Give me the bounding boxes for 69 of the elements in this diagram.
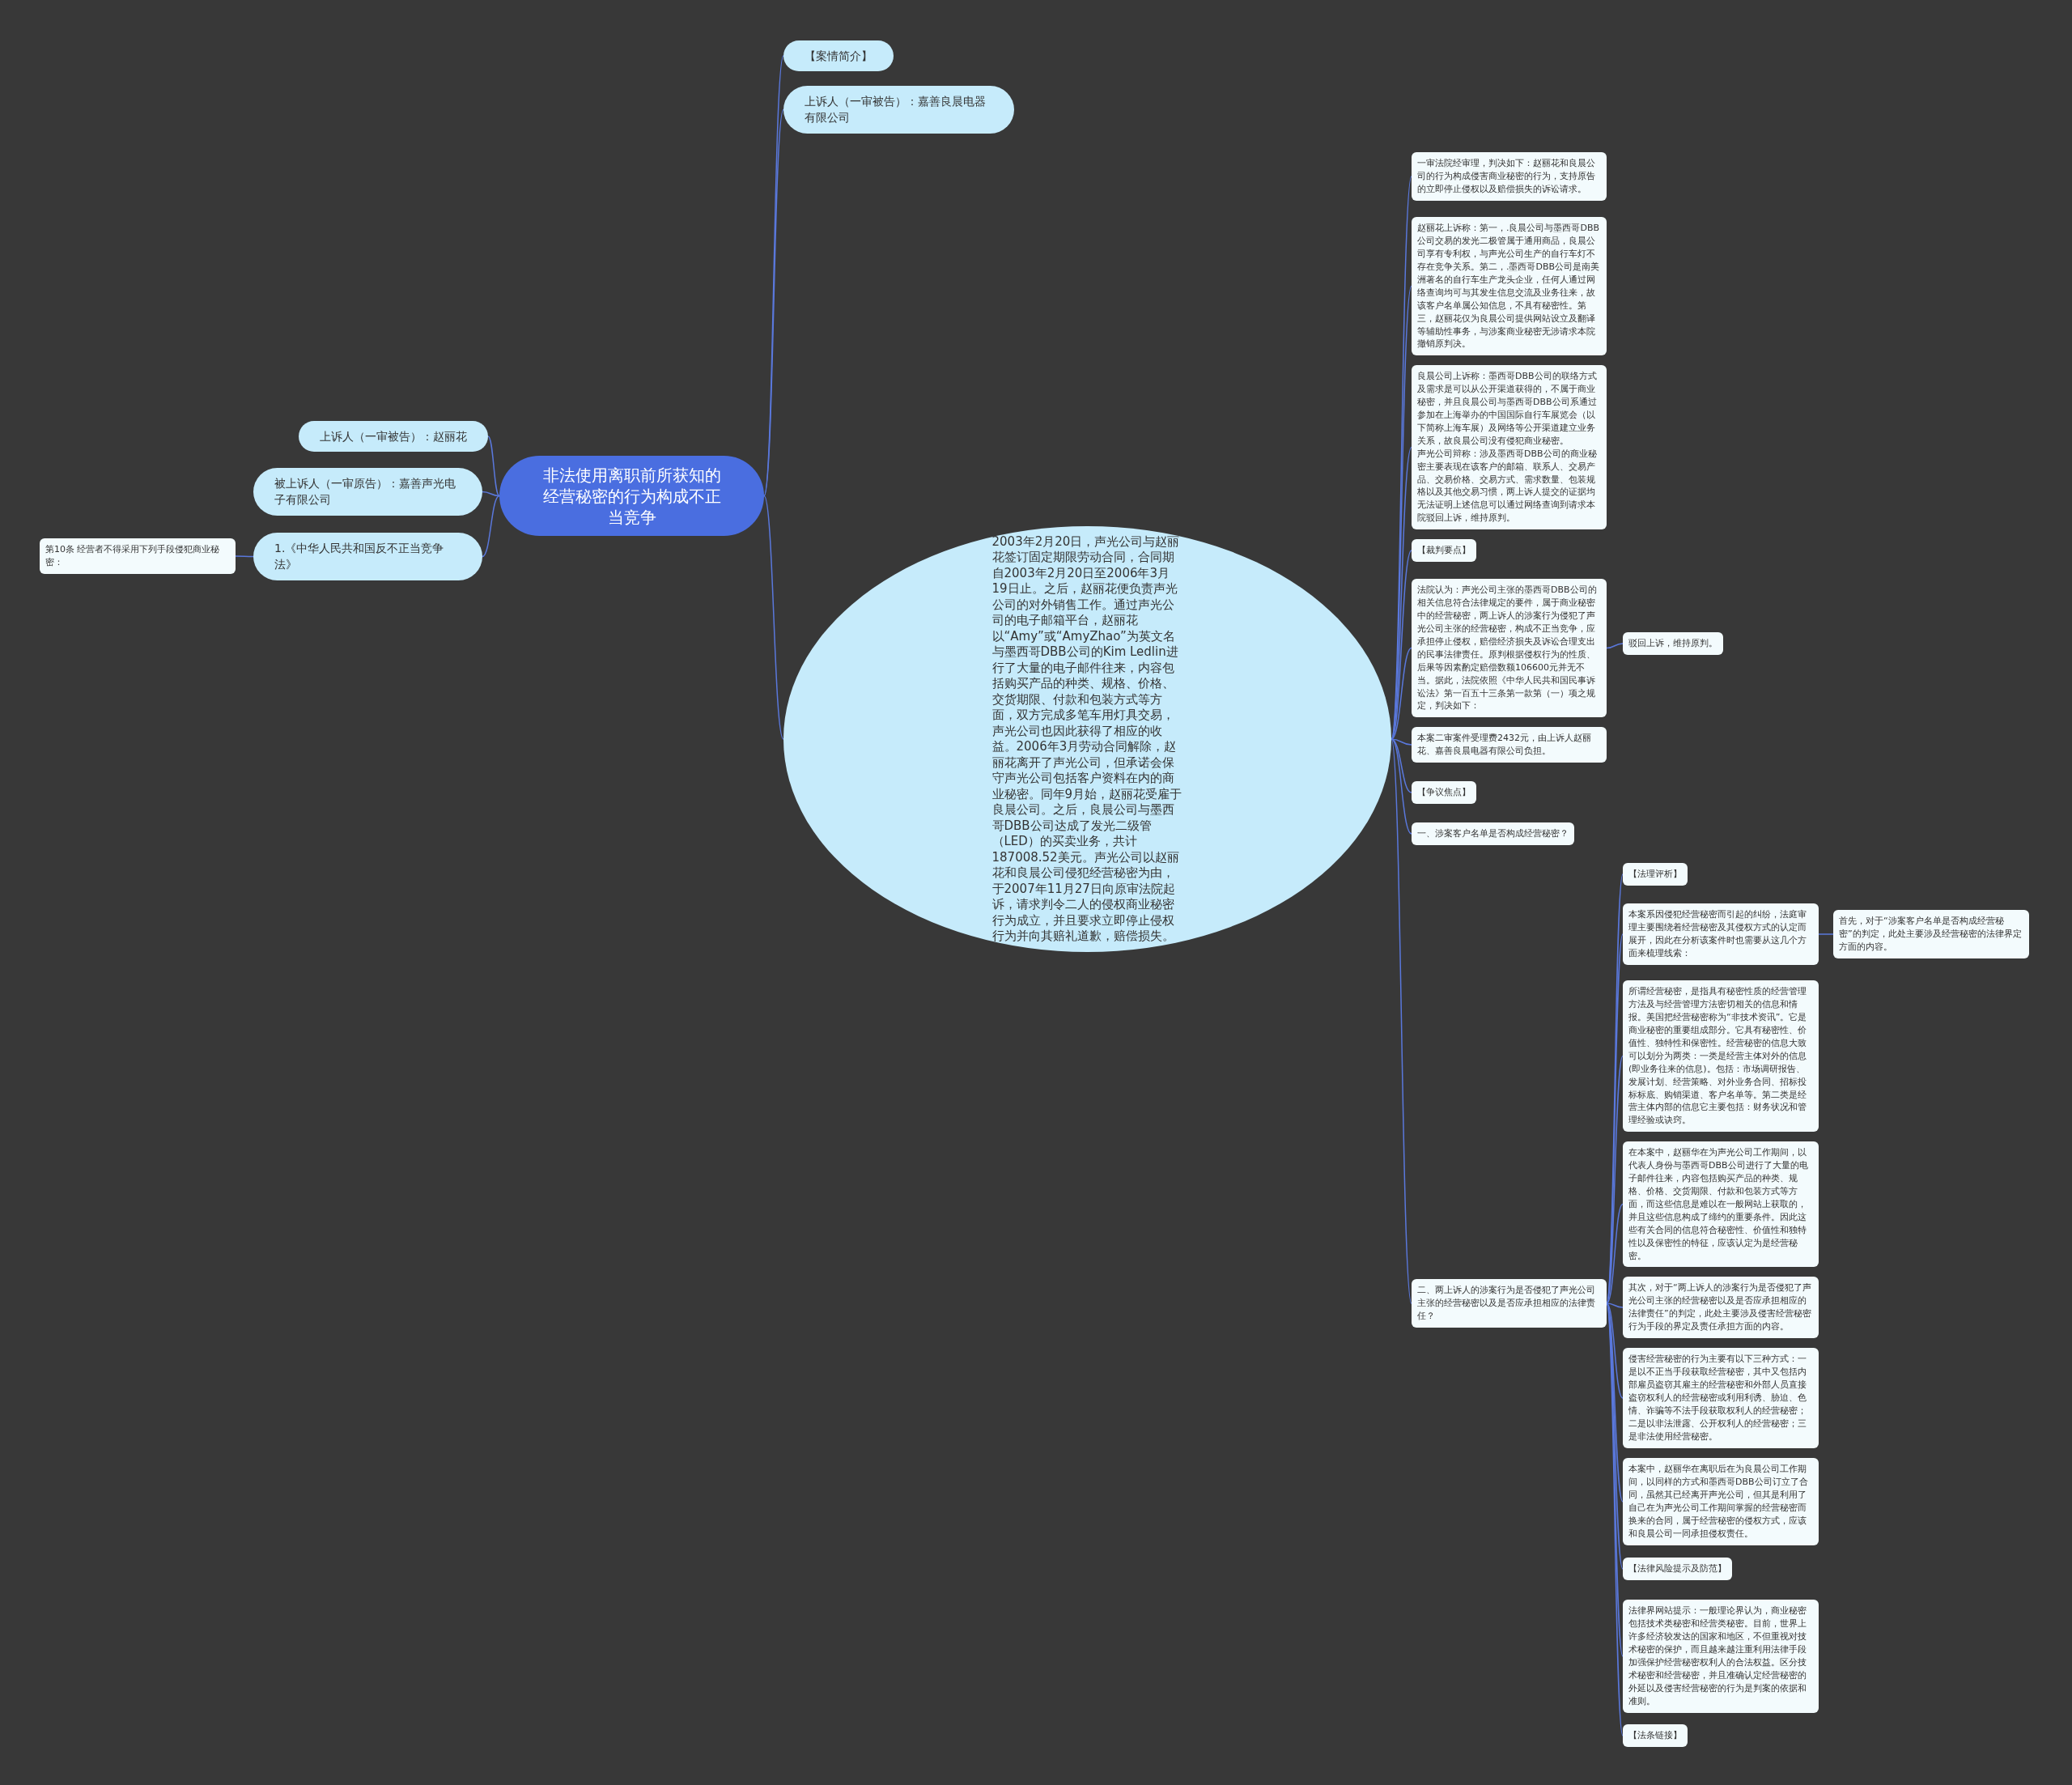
note-card	[1623, 863, 1688, 886]
node-text: 良晨公司上诉称：墨西哥DBB公司的联络方式及需求是可以从公开渠道获得的，不属于商业秘密，并且良晨公司与墨西哥DBB公司系通过参加在上海举办的中国国际自行车展览会（以下简称上海车展）及网络等公开渠道建立业务关系，故良晨公司没有侵犯商业秘密。	[1417, 370, 1598, 448]
node-text: 【法理评析】	[1628, 868, 1682, 881]
note-card	[1623, 1458, 1819, 1545]
node-text: 【法条链接】	[1628, 1729, 1682, 1742]
node-text: 二、两上诉人的涉案行为是否侵犯了声光公司主张的经营秘密以及是否应承担相应的法律责任？	[1417, 1284, 1596, 1323]
connector-line	[1391, 738, 1412, 793]
node-text: 第10条 经营者不得采用下列手段侵犯商业秘密：	[45, 543, 221, 569]
note-card	[1412, 1279, 1607, 1328]
node-text: 在本案中，赵丽华在为声光公司工作期间，以代表人身份与墨西哥DBB公司进行了大量的电子邮件往来，内容包括购买产品的种类、规格、价格、交货期限、付款和包装方式等方面，而这些信息是难以在一般网站上获取的，并且这些信息构成了缔约的重要条件。因此这些有关合同的信息符合秘密性、价值性和独特性以及保密性的特征，应该认定为是经营秘密。	[1628, 1146, 1809, 1263]
connector-line	[487, 436, 500, 497]
note-card	[1623, 1724, 1688, 1747]
connector-line	[1818, 933, 1834, 935]
connector-line	[1606, 1055, 1624, 1304]
node-text: 赵丽花上诉称：第一，.良晨公司与墨西哥DBB公司交易的发光二极管属于通用商品，良晨公司享有专利权，与声光公司生产的自行车灯不存在竞争关系。第二，.墨西哥DBB公司是南美洲著名的自行车生产龙头企业，任何人通过网络查询均可与其发生信息交流及业务往来，故该客户名单属公知信息，不具有秘密性。第三，赵丽花仅为良晨公司提供网站设立及翻译等辅助性事务，与涉案商业秘密无涉请求本院撤销原判决。	[1417, 222, 1601, 351]
connector-line	[482, 495, 500, 558]
note-card	[1412, 152, 1607, 201]
note-card	[1623, 1558, 1732, 1580]
node-text: 法律界网站提示：一般理论界认为，商业秘密包括技术类秘密和经营类秘密。目前，世界上许多经济较发达的国家和地区，不但重视对技术秘密的保护，而且越来越注重利用法律手段加强保护经营秘密权利人的合法权益。区分技术秘密和经营秘密，并且准确认定经营秘密的外延以及侵害经营秘密的行为是判案的依据和准则。	[1628, 1604, 1807, 1708]
note-card	[1623, 1600, 1819, 1713]
topic-pill	[783, 86, 1014, 134]
node-text: 首先，对于“涉案客户名单是否构成经营秘密”的判定，此处主要涉及经营秘密的法律界定方面的内容。	[1839, 915, 2023, 954]
node-text: 上诉人（一审被告）：赵丽花	[320, 429, 467, 444]
node-text: 【争议焦点】	[1417, 786, 1471, 799]
connector-line	[1391, 738, 1412, 746]
note-card	[40, 538, 236, 574]
connector-line	[482, 491, 500, 497]
central-topic	[499, 456, 764, 536]
node-text: 一审法院经审理，判决如下：赵丽花和良晨公司的行为构成侵害商业秘密的行为，支持原告的立即停止侵权以及赔偿损失的诉讼请求。	[1417, 157, 1596, 196]
node-text: 侵害经营秘密的行为主要有以下三种方式：一是以不正当手段获取经营秘密，其中又包括内部雇员盗窃其雇主的经营秘密和外部人员直接盗窃权利人的经营秘密或利用利诱、胁迫、色情、诈骗等不法手段获取权利人的经营秘密；二是以非法泄露、公开权利人的经营秘密；三是非法使用经营秘密。	[1628, 1353, 1807, 1443]
node-text: 【案情简介】	[805, 49, 873, 64]
node-text: 【裁判要点】	[1417, 544, 1471, 557]
connector-line	[1606, 1303, 1624, 1399]
note-card	[1623, 1348, 1819, 1448]
connector-line	[1391, 647, 1412, 740]
note-card	[1623, 903, 1819, 965]
note-card	[1412, 727, 1607, 763]
note-card	[1623, 1277, 1819, 1338]
note-card	[1833, 910, 2029, 958]
topic-pill	[299, 421, 488, 453]
connector-line	[1391, 738, 1412, 835]
connector-line	[1606, 643, 1624, 649]
node-text: 【法律风险提示及防范】	[1628, 1562, 1726, 1575]
node-text: 其次，对于“两上诉人的涉案行为是否侵犯了声光公司主张的经营秘密以及是否应承担相应的法律责任”的判定，此处主要涉及侵害经营秘密行为手段的界定及责任承担方面的内容。	[1628, 1281, 1812, 1333]
connector-line	[235, 555, 254, 558]
note-card	[1412, 365, 1607, 530]
node-text: 被上诉人（一审原告）：嘉善声光电子有限公司	[274, 476, 456, 508]
note-card	[1412, 539, 1476, 562]
topic-title: 非法使用离职前所获知的经营秘密的行为构成不正当竞争	[541, 464, 722, 528]
topic-pill	[783, 40, 894, 72]
note-card	[1623, 632, 1723, 655]
node-text: 本案二审案件受理费2432元，由上诉人赵丽花、嘉善良晨电器有限公司负担。	[1417, 732, 1592, 758]
node-text: 1.《中华人民共和国反不正当竞争法》	[274, 541, 445, 573]
node-text: 法院认为：声光公司主张的墨西哥DBB公司的相关信息符合法律规定的要件，属于商业秘密中的经营秘密，两上诉人的涉案行为侵犯了声光公司主张的经营秘密，构成不正当竞争，应承担停止侵权，赔偿经济损失及诉讼合理支出的民事法律责任。原判根据侵权行为的性质、后果等因素酌定赔偿数额106600元并无不当。据此，法院依照《中华人民共和国民事诉讼法》第一百五十三条第一款第（一）项之规定，判决如下：	[1417, 584, 1598, 713]
node-text: 一、涉案客户名单是否构成经营秘密？	[1417, 827, 1569, 840]
connector-line	[1391, 738, 1412, 1304]
connector-line	[1606, 1203, 1624, 1304]
node-text: 本案中，赵丽华在离职后在为良晨公司工作期间，以同样的方式和墨西哥DBB公司订立了合同，虽然其已经离开声光公司，但其是利用了自己在为声光公司工作期间掌握的经营秘密而换来的合同，属于经营秘密的侵权方式，应该和良晨公司一同承担侵权责任。	[1628, 1463, 1809, 1541]
note-card	[1412, 781, 1476, 804]
node-text: 声光公司辩称：涉及墨西哥DBB公司的商业秘密主要表现在该客户的邮箱、联系人、交易产品、交易价格、交易方式、需求数量、包装规格以及其他交易习惯，两上诉人提交的证据均无法证明上述信息可以通过网络查询到请求本院驳回上诉，维持原判。	[1417, 447, 1598, 525]
connector-line	[1391, 550, 1412, 740]
node-text: 上诉人（一审被告）：嘉善良晨电器有限公司	[805, 94, 987, 126]
connector-line	[1606, 1303, 1624, 1308]
node-text: 所谓经营秘密，是指具有秘密性质的经营管理方法及与经营管理方法密切相关的信息和情报。美国把经营秘密称为“非技术资讯”。它是商业秘密的重要组成部分。它具有秘密性、价值性、独特性和保密性。经营秘密的信息大致可以划分为两类：一类是经营主体对外的信息(即业务往来的信息)。包括：市场调研报告、发展计划、经营策略、对外业务合同、招标投标标底、购销渠道、客户名单等。第二类是经营主体内部的信息它主要包括：财务状况和管理经验或诀窍。	[1628, 985, 1808, 1128]
note-card	[1412, 822, 1574, 845]
node-text: 驳回上诉，维持原判。	[1628, 637, 1717, 650]
connector-line	[763, 495, 784, 740]
node-text: 本案系因侵犯经营秘密而引起的纠纷，法庭审理主要围绕着经营秘密及其侵权方式的认定而展开，因此在分析该案件时也需要从这几个方面来梳理线索：	[1628, 908, 1807, 960]
node-text: 2003年2月20日，声光公司与赵丽花签订固定期限劳动合同，合同期自2003年2月20日至2006年3月19日止。之后，赵丽花便负责声光公司的对外销售工作。通过声光公司的电子邮箱平台，赵丽花以“Amy”或“AmyZhao”为英文名与墨西哥DBB公司的Kim Ledlin进行了大量的电子邮件往来，内容包括购买产品的种类、规格、价格、交货期限、付款和包装方式等方面，双方完成多笔车用灯具交易，声光公司也因此获得了相应的收益。2006年3月劳动合同解除，赵丽花离开了声光公司，但承诺会保守声光公司包括客户资料在内的商业秘密。同年9月始，赵丽花受雇于良晨公司。之后，良晨公司与墨西哥DBB公司达成了发光二级管（LED）的买卖业务，共计187008.52美元。声光公司以赵丽花和良晨公司侵犯经营秘密为由，于2007年11月27日向原审法院起诉，请求判令二人的侵权商业秘密行为成立，并且要求立即停止侵权行为并向其赔礼道歉，赔偿损失。	[991, 533, 1183, 945]
